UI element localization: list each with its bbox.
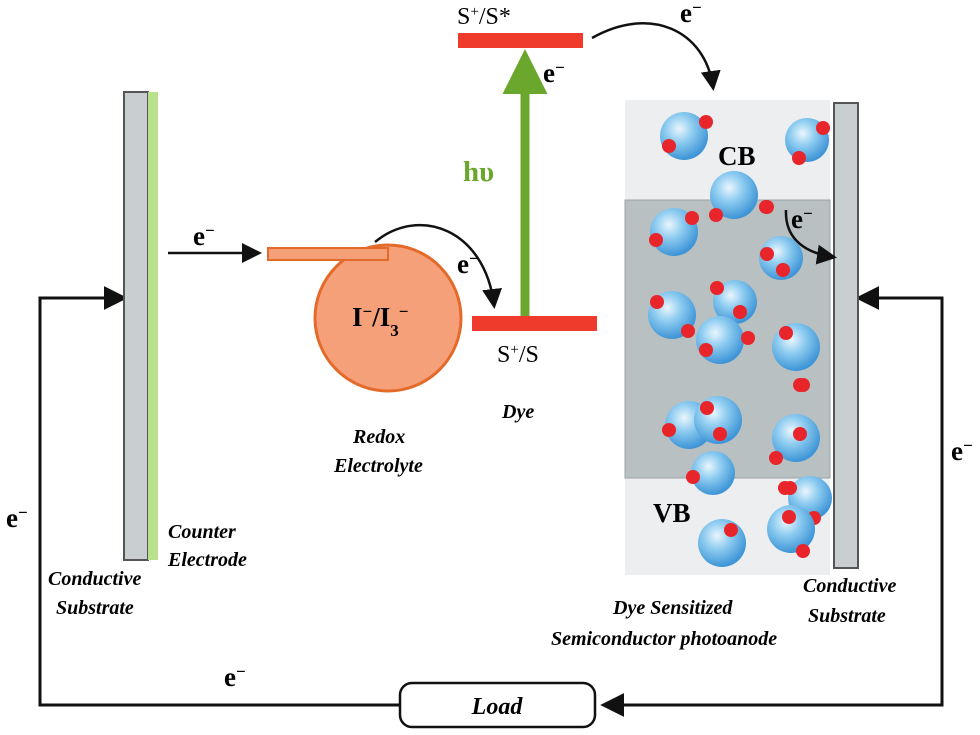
dye-molecule [713, 427, 727, 441]
electron-label-left-wire: e− [6, 503, 28, 534]
cb-label: CB [718, 141, 756, 171]
dye-molecule [778, 481, 792, 495]
dye-sensitized-particle [649, 208, 699, 256]
external-circuit [38, 286, 944, 717]
dye-molecule [741, 331, 755, 345]
redox-caption-2: Electrolyte [333, 455, 423, 477]
wire-right [600, 286, 944, 717]
redox-caption-1: Redox [352, 426, 405, 448]
right-conductive-substrate [833, 102, 859, 569]
dye-sensitized-particle [648, 291, 696, 339]
semiconductor-particle [696, 316, 744, 364]
counter-electrode-film [148, 92, 158, 560]
dye-sensitized-particle [769, 414, 820, 465]
dye-molecule [662, 423, 676, 437]
dye-molecule [760, 247, 774, 261]
dye-molecule [792, 151, 806, 165]
dye-molecule [649, 233, 663, 247]
dye-sensitized-particle [772, 323, 820, 392]
dye-molecule [793, 378, 807, 392]
redox-couple-label: I−/I3− [352, 302, 408, 340]
dye-ground-level [472, 316, 597, 331]
right-substrate-caption-1: Conductive [803, 575, 896, 597]
s-plus-s-label: S+/S [497, 342, 539, 368]
s-plus-s-star-label: S+/S* [457, 4, 511, 30]
dye-excited-level [458, 33, 583, 48]
dye-molecule [769, 451, 783, 465]
dye-caption: Dye [501, 401, 534, 423]
arrow-excited-to-cb [591, 22, 721, 91]
photoanode-caption-1: Dye Sensitized [612, 597, 733, 619]
electron-transfer-arrows [168, 22, 837, 309]
electron-label-injection: e− [680, 0, 702, 28]
dye-molecule [709, 208, 723, 222]
dye-molecule [662, 139, 676, 153]
dye-sensitized-particle [694, 396, 742, 444]
dye-molecule [681, 324, 695, 338]
semiconductor-particle [698, 519, 746, 567]
dye-molecule [779, 326, 793, 340]
redox-electrolyte-circle [313, 243, 463, 393]
dye-molecule [796, 544, 810, 558]
left-substrate-caption-1: Conductive [48, 568, 141, 590]
electron-label-bottom-wire: e− [224, 662, 246, 693]
dye-sensitized-particle [759, 236, 803, 280]
dye-molecule [699, 115, 713, 129]
redox-contact-bar [267, 247, 389, 261]
arrow-electrolyte-to-dye [374, 223, 503, 309]
electron-label-right-wire: e− [951, 436, 973, 467]
dye-molecule [710, 281, 724, 295]
counter-electrode-caption-1: Counter [168, 521, 236, 543]
electron-labels: e− e− e− e− e− e− e− e− [6, 0, 973, 692]
dye-molecule [685, 211, 699, 225]
dye-molecule [816, 121, 830, 135]
dye-molecule [793, 427, 807, 441]
nanoparticles [648, 112, 832, 567]
semiconductor-particle [759, 236, 803, 280]
arrow-particle-to-substrate [784, 209, 837, 265]
counter-electrode-caption-2: Electrode [167, 549, 247, 571]
dye-sensitized-particle [660, 112, 713, 160]
left-substrate-caption-2: Substrate [56, 597, 134, 619]
photoanode-caption-2: Semiconductor photoanode [551, 628, 777, 650]
right-substrate-caption-2: Substrate [808, 605, 886, 627]
semiconductor-particle [710, 171, 758, 219]
electron-label-excitation: e− [543, 58, 565, 89]
dye-sensitized-particle [696, 316, 755, 364]
electron-label-counter: e− [193, 221, 215, 252]
dye-molecule [776, 263, 790, 277]
left-conductive-substrate [123, 91, 149, 561]
dye-molecule [700, 401, 714, 415]
dye-sensitized-particle [686, 451, 735, 495]
dye-sensitized-particle [710, 280, 757, 324]
dye-sensitized-particle [767, 505, 815, 558]
dye-molecule [782, 510, 796, 524]
dye-molecule [733, 305, 747, 319]
dye-molecule [724, 523, 738, 537]
dye-molecule [686, 470, 700, 484]
dye-molecule [760, 200, 774, 214]
dye-sensitized-particle [698, 519, 746, 567]
semiconductor-particle [767, 505, 815, 553]
semiconductor-particle [691, 451, 735, 495]
electron-label-transport: e− [791, 204, 813, 235]
wire-left [38, 286, 400, 707]
vb-label: VB [653, 498, 691, 528]
dye-molecule [699, 343, 713, 357]
semiconductor-particle [772, 323, 820, 371]
captions: Counter Electrode Conductive Substrate R… [48, 401, 896, 650]
hv-label: hυ [463, 156, 494, 188]
dye-molecule [650, 295, 664, 309]
electron-label-electrolyte: e− [457, 249, 479, 280]
dye-sensitized-particle [785, 118, 830, 165]
load-label: Load [471, 694, 524, 720]
load-box: Load [398, 681, 597, 729]
